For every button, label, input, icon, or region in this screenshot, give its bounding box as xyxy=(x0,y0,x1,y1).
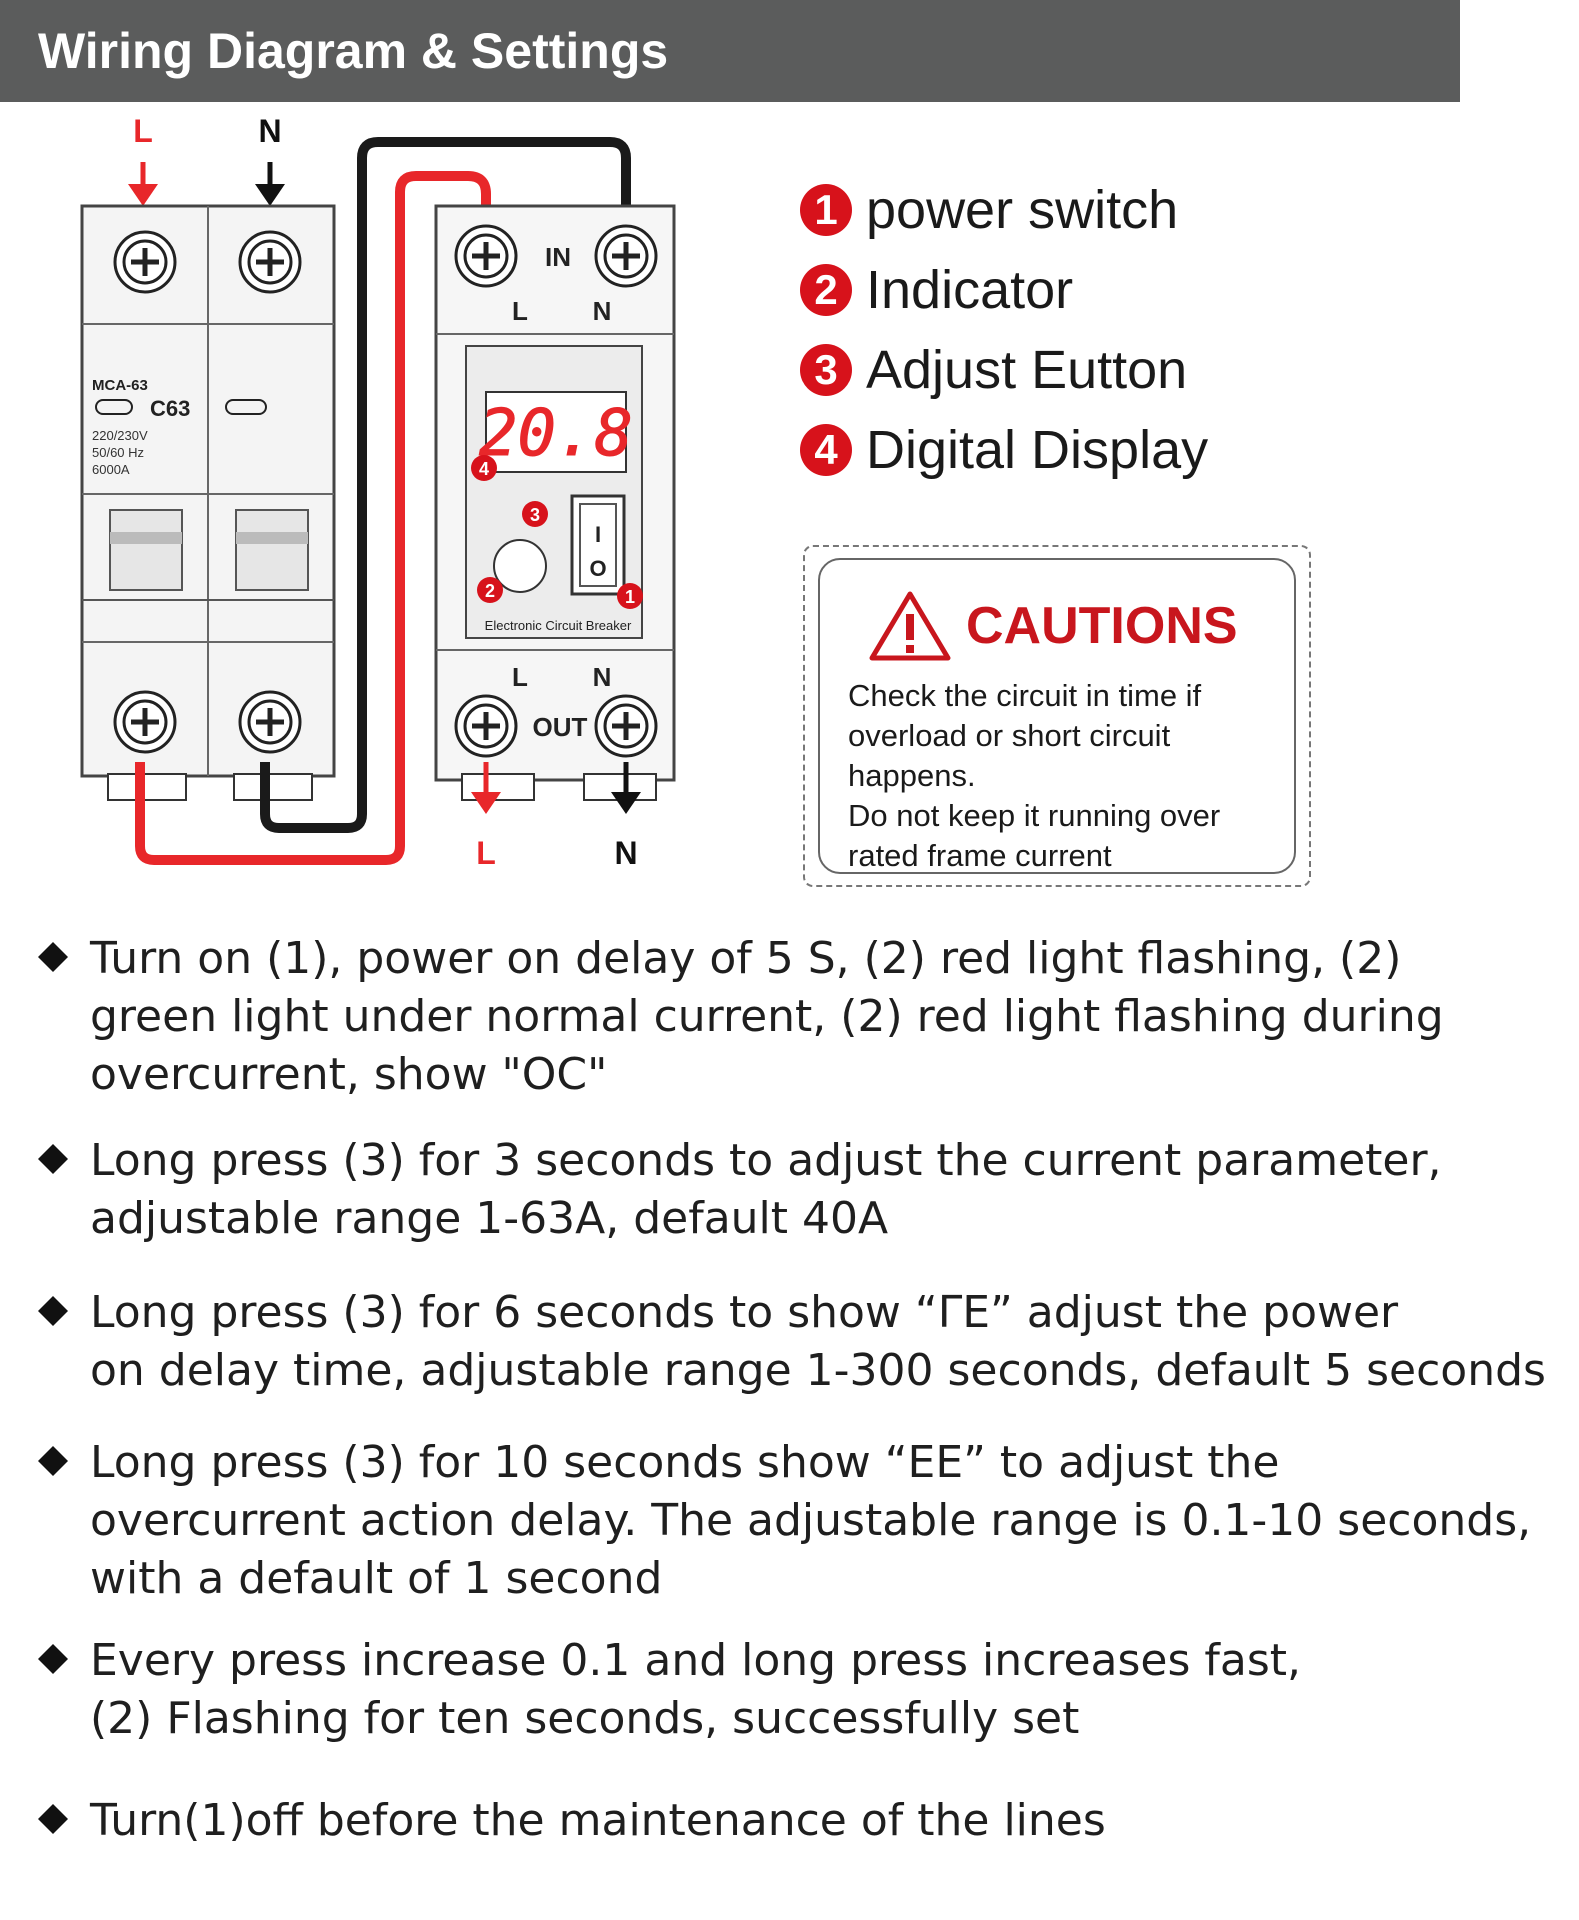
legend-label: Indicator xyxy=(866,260,1074,320)
legend-label: Digital Display xyxy=(866,420,1209,480)
instruction-line: Long press (3) for 10 seconds show “EE” … xyxy=(90,1437,1280,1488)
instruction-line: Long press (3) for 3 seconds to adjust t… xyxy=(90,1135,1442,1186)
caution-line: happens. xyxy=(848,758,976,793)
input-live-label: L xyxy=(133,113,153,149)
output-neutral-label: N xyxy=(614,835,637,871)
neutral-wire xyxy=(260,137,631,833)
instruction-line: on delay time, adjustable range 1-300 se… xyxy=(90,1345,1546,1396)
number-badge: 1 xyxy=(800,184,852,236)
wiring-diagram: L N MCA-63 C63 220/230V 50/60 Hz 6000A xyxy=(80,113,676,871)
page-title: Wiring Diagram & Settings xyxy=(38,23,669,79)
protector-in-n: N xyxy=(593,296,612,326)
instruction-text: Long press (3) for 3 seconds to adjust t… xyxy=(90,1132,1550,1248)
svg-text:3: 3 xyxy=(530,505,540,525)
mcb-frequency: 50/60 Hz xyxy=(92,445,144,460)
instruction-text: Long press (3) for 10 seconds show “EE” … xyxy=(90,1434,1550,1608)
instruction-text: Every press increase 0.1 and long press … xyxy=(90,1632,1550,1748)
instruction-line: overcurrent, show "OC" xyxy=(90,1049,608,1100)
protector-in-screw-neutral xyxy=(596,226,656,286)
protector-out-screw-live xyxy=(456,696,516,756)
instruction-text: Turn on (1), power on delay of 5 S, (2) … xyxy=(90,930,1550,1104)
legend-label: power switch xyxy=(866,180,1179,240)
protector-out-l: L xyxy=(512,662,528,692)
output-neutral-arrow xyxy=(611,762,641,814)
protector-in-screw-live xyxy=(456,226,516,286)
instruction-line: Turn(1)off before the maintenance of the… xyxy=(90,1795,1106,1846)
legend-item-indicator: 2 Indicator xyxy=(800,250,1208,330)
diamond-bullet-icon xyxy=(38,1296,68,1326)
marker-2: 2 xyxy=(477,577,503,603)
instruction-line: Long press (3) for 6 seconds to show “ΓE… xyxy=(90,1287,1399,1338)
caution-line: rated frame current xyxy=(848,838,1112,873)
switch-on-mark: I xyxy=(595,522,601,547)
caution-panel: CAUTIONS Check the circuit in time if ov… xyxy=(818,558,1296,874)
mcb-output-screw-neutral xyxy=(240,692,300,752)
output-live-arrow xyxy=(471,762,501,814)
digital-display xyxy=(485,391,627,473)
caution-box: CAUTIONS Check the circuit in time if ov… xyxy=(803,545,1311,887)
instruction-text: Turn(1)off before the maintenance of the… xyxy=(90,1792,1550,1850)
mcb-input-screw-neutral xyxy=(240,232,300,292)
number-badge: 2 xyxy=(800,264,852,316)
marker-4: 4 xyxy=(471,455,497,481)
legend-item-adjust-button: 3 Adjust Eutton xyxy=(800,330,1208,410)
display-value: 20.8 xyxy=(479,397,633,471)
input-live-arrow xyxy=(128,162,158,206)
mcb-voltage: 220/230V xyxy=(92,428,148,443)
svg-text:1: 1 xyxy=(625,587,635,607)
caution-line: Do not keep it running over xyxy=(848,798,1221,833)
diamond-bullet-icon xyxy=(38,1644,68,1674)
caution-line: overload or short circuit xyxy=(848,718,1171,753)
instruction-line: overcurrent action delay. The adjustable… xyxy=(90,1495,1532,1546)
switch-off-mark: O xyxy=(589,556,606,581)
legend-label: Adjust Eutton xyxy=(866,340,1188,400)
diamond-bullet-icon xyxy=(38,942,68,972)
protector-out-label: OUT xyxy=(533,712,588,742)
caution-title: CAUTIONS xyxy=(966,597,1238,655)
adjust-button[interactable] xyxy=(493,539,547,593)
number-badge: 3 xyxy=(800,344,852,396)
protector-out-screw-neutral xyxy=(596,696,656,756)
instruction-line: Turn on (1), power on delay of 5 S, (2) … xyxy=(90,933,1402,984)
instruction-line: green light under normal current, (2) re… xyxy=(90,991,1444,1042)
legend-item-power-switch: 1 power switch xyxy=(800,170,1208,250)
warning-triangle-icon xyxy=(869,591,951,661)
protector-in-l: L xyxy=(512,296,528,326)
instruction-line: Every press increase 0.1 and long press … xyxy=(90,1635,1302,1686)
caution-text: Check the circuit in time if overload or… xyxy=(848,676,1274,876)
output-live-label: L xyxy=(476,835,496,871)
caution-line: Check the circuit in time if xyxy=(848,678,1202,713)
component-legend: 1 power switch 2 Indicator 3 Adjust Eutt… xyxy=(800,170,1208,490)
caution-header: CAUTIONS xyxy=(868,586,1274,666)
mcb-input-screw-live xyxy=(115,232,175,292)
svg-text:2: 2 xyxy=(485,581,495,601)
marker-1: 1 xyxy=(617,583,643,609)
input-neutral-arrow xyxy=(255,162,285,206)
diamond-bullet-icon xyxy=(38,1804,68,1834)
instruction-text: Long press (3) for 6 seconds to show “ΓE… xyxy=(90,1284,1550,1400)
svg-text:4: 4 xyxy=(479,459,489,479)
instruction-line: (2) Flashing for ten seconds, successful… xyxy=(90,1693,1080,1744)
mcb-breaker xyxy=(80,204,336,801)
page-header: Wiring Diagram & Settings xyxy=(0,0,1460,102)
device-name: Electronic Circuit Breaker xyxy=(485,618,632,633)
diamond-bullet-icon xyxy=(38,1144,68,1174)
instruction-line: adjustable range 1-63A, default 40A xyxy=(90,1193,889,1244)
mcb-output-screw-live xyxy=(115,692,175,752)
mcb-model: MCA-63 xyxy=(92,377,148,394)
instruction-line: with a default of 1 second xyxy=(90,1553,663,1604)
live-wire xyxy=(135,171,491,865)
legend-item-digital-display: 4 Digital Display xyxy=(800,410,1208,490)
mcb-breaking-capacity: 6000A xyxy=(92,462,130,477)
mcb-rating: C63 xyxy=(150,396,190,421)
protector-out-n: N xyxy=(593,662,612,692)
input-neutral-label: N xyxy=(258,113,281,149)
diamond-bullet-icon xyxy=(38,1446,68,1476)
number-badge: 4 xyxy=(800,424,852,476)
marker-3: 3 xyxy=(522,501,548,527)
protector-in-label: IN xyxy=(545,242,571,272)
